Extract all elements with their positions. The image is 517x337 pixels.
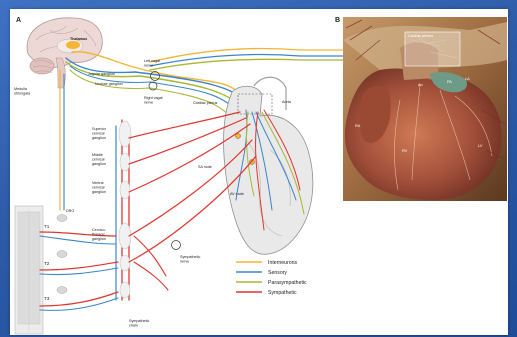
label-av-node: AV node [230, 192, 244, 196]
label-ventral-cervical: Ventral cervical ganglion [92, 181, 106, 194]
label-sympathetic-chain-line2: chain [129, 324, 138, 328]
label-middle-cervical-line3: ganglion [92, 162, 106, 166]
label-thalamus: Thalamus [70, 37, 87, 41]
label-t2: T2 [44, 261, 50, 266]
legend-label-sympathetic: Sympathetic [268, 290, 297, 296]
label-ventral-cervical-line3: ganglion [92, 190, 106, 194]
label-cervico-thoracic-line3: ganglion [92, 237, 106, 241]
label-sympathetic-nerve-line2: nerve [180, 260, 189, 264]
heart-illustration [224, 77, 313, 254]
label-medulla: Medulla oblongata [14, 87, 31, 96]
thalamus-nucleus [66, 41, 80, 49]
label-cervico-thoracic: Cervico- thoracic ganglion [92, 228, 107, 241]
label-medulla-line1: Medulla [14, 87, 28, 91]
label-right-vagal: Right vagal nerve [144, 96, 163, 105]
spinal-level-fibres [40, 232, 168, 310]
label-left-vagal: Left vagal nerve [144, 59, 161, 68]
label-left-vagal-line2: nerve [144, 64, 153, 68]
sympathetic-chain-column [116, 120, 129, 300]
photo-label-ao: Ao [418, 83, 423, 87]
label-cardiac-plexus-a: Cardiac plexus [193, 101, 218, 105]
photo-label-pa: PA [447, 80, 452, 84]
label-cervico-thoracic-line1: Cervico- [92, 228, 106, 232]
label-aorta: Aorta [282, 100, 292, 104]
label-superior-cervical-line3: ganglion [92, 136, 106, 140]
label-sa-node: SA node [198, 165, 212, 169]
label-sympathetic-chain: Sympathetic chain [129, 319, 150, 328]
panel-b-letter: B [335, 17, 340, 24]
photo-label-cardiac-plexus: Cardiac plexus [408, 34, 433, 38]
label-left-vagal-line1: Left vagal [144, 59, 160, 63]
label-jugular-ganglion: Jugular ganglion [88, 72, 115, 76]
label-nodose-ganglion: Nodose ganglion [95, 82, 123, 86]
legend-label-sensory: Sensory [268, 270, 287, 276]
label-middle-cervical-line1: Middle [92, 153, 103, 157]
drg-ganglia [57, 215, 67, 294]
label-sympathetic-nerve-line1: Sympathetic [180, 255, 200, 259]
label-right-vagal-line2: nerve [144, 101, 153, 105]
label-t1: T1 [44, 224, 50, 229]
label-ventral-cervical-line1: Ventral [92, 181, 104, 185]
photo-label-rv: RV [402, 149, 408, 153]
label-superior-cervical-line2: cervical [92, 132, 105, 136]
panel-a-letter: A [16, 17, 21, 24]
label-t3: T3 [44, 296, 50, 301]
label-middle-cervical-line2: cervical [92, 158, 105, 162]
label-superior-cervical-line1: Superior [92, 127, 107, 131]
legend: Interneurons Sensory Parasympathetic Sym… [236, 260, 307, 296]
label-sympathetic-chain-line1: Sympathetic [129, 319, 149, 323]
legend-label-interneurons: Interneurons [268, 260, 298, 266]
spinal-cord-illustration [15, 206, 43, 334]
label-medulla-line2: oblongata [14, 92, 31, 96]
photo-label-la: LA [465, 77, 470, 81]
legend-label-parasympathetic: Parasympathetic [268, 280, 307, 286]
label-drg: DRG [66, 209, 74, 213]
label-cervico-thoracic-line2: thoracic [92, 233, 105, 237]
label-right-vagal-line1: Right vagal [144, 96, 163, 100]
photo-label-lv: LV [478, 144, 483, 148]
label-middle-cervical: Middle cervical ganglion [92, 153, 106, 166]
photo-label-ra: RA [355, 124, 361, 128]
label-sympathetic-nerve: Sympathetic nerve [180, 255, 201, 264]
label-superior-cervical: Superior cervical ganglion [92, 127, 107, 140]
label-ventral-cervical-line2: cervical [92, 186, 105, 190]
